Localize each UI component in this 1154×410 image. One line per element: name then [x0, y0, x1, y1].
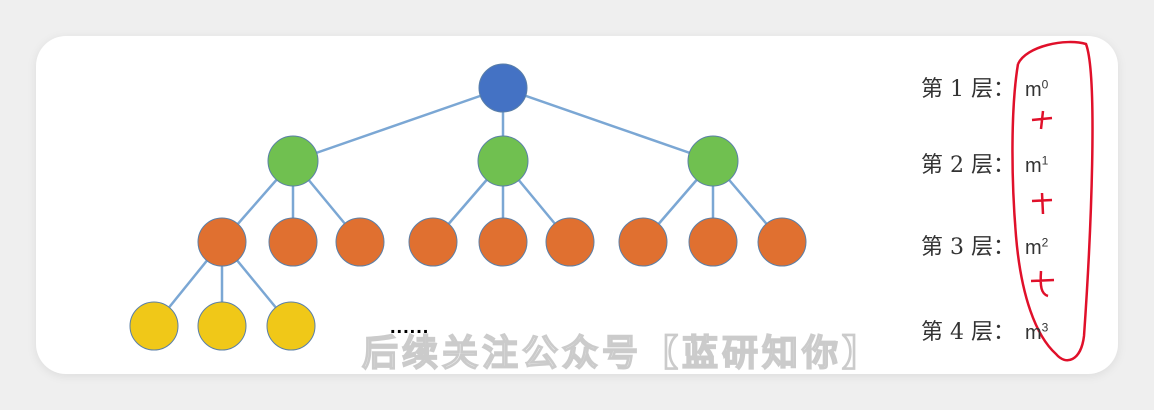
- level-text: 第 2 层：: [921, 153, 1015, 178]
- level-text: 第 4 层：: [921, 320, 1015, 345]
- watermark: 后续关注公众号【蓝研知你】: [361, 332, 883, 374]
- level3-node: [757, 217, 807, 267]
- level3-node: [478, 217, 528, 267]
- level3-node: [335, 217, 385, 267]
- level3-node: [197, 217, 247, 267]
- base: m: [1024, 322, 1042, 344]
- exponent: 1: [1041, 153, 1049, 168]
- level3-node: [408, 217, 458, 267]
- level4-node: [266, 301, 316, 351]
- level-3-label: 第 3 层： m2: [921, 229, 1048, 261]
- slide-card: 第 1 层：m0 第 2 层：m1 第 3 层：m2 第 4 层：m3 后续关注…: [36, 36, 1118, 374]
- level2-node: [477, 135, 529, 187]
- level-formula: m3: [1024, 320, 1049, 344]
- level-text: 第 1 层：: [921, 77, 1015, 102]
- root-node: [478, 63, 528, 113]
- ellipsis: ......: [390, 316, 430, 338]
- level-4-label: 第 4 层： m3: [921, 314, 1048, 346]
- base: m: [1024, 79, 1042, 101]
- level-2-label: 第 2 层： m1: [921, 147, 1048, 179]
- exponent: 3: [1041, 320, 1049, 335]
- plus-mark: [1031, 192, 1053, 215]
- edge: [502, 86, 714, 163]
- level-formula: m1: [1024, 153, 1049, 177]
- plus-mark: [1031, 110, 1053, 130]
- exponent: 0: [1041, 77, 1049, 92]
- level3-node: [545, 217, 595, 267]
- level4-node: [197, 301, 247, 351]
- level-formula: m0: [1024, 77, 1049, 101]
- level-formula: m2: [1024, 235, 1049, 259]
- level-text: 第 3 层：: [921, 235, 1015, 260]
- level3-node: [688, 217, 738, 267]
- level-1-label: 第 1 层： m0: [921, 71, 1048, 103]
- tree-edges: [153, 86, 783, 327]
- exponent: 2: [1041, 235, 1049, 250]
- level2-node: [687, 135, 739, 187]
- level3-node: [618, 217, 668, 267]
- plus-annotations: [1030, 110, 1055, 298]
- tree-diagram: [129, 40, 1094, 362]
- level3-node: [268, 217, 318, 267]
- level4-node: [129, 301, 179, 351]
- level2-node: [267, 135, 319, 187]
- base: m: [1024, 155, 1042, 177]
- base: m: [1024, 237, 1042, 259]
- plus-mark: [1030, 270, 1055, 298]
- edge: [292, 86, 504, 163]
- red-ellipse-annotation: [1011, 40, 1094, 362]
